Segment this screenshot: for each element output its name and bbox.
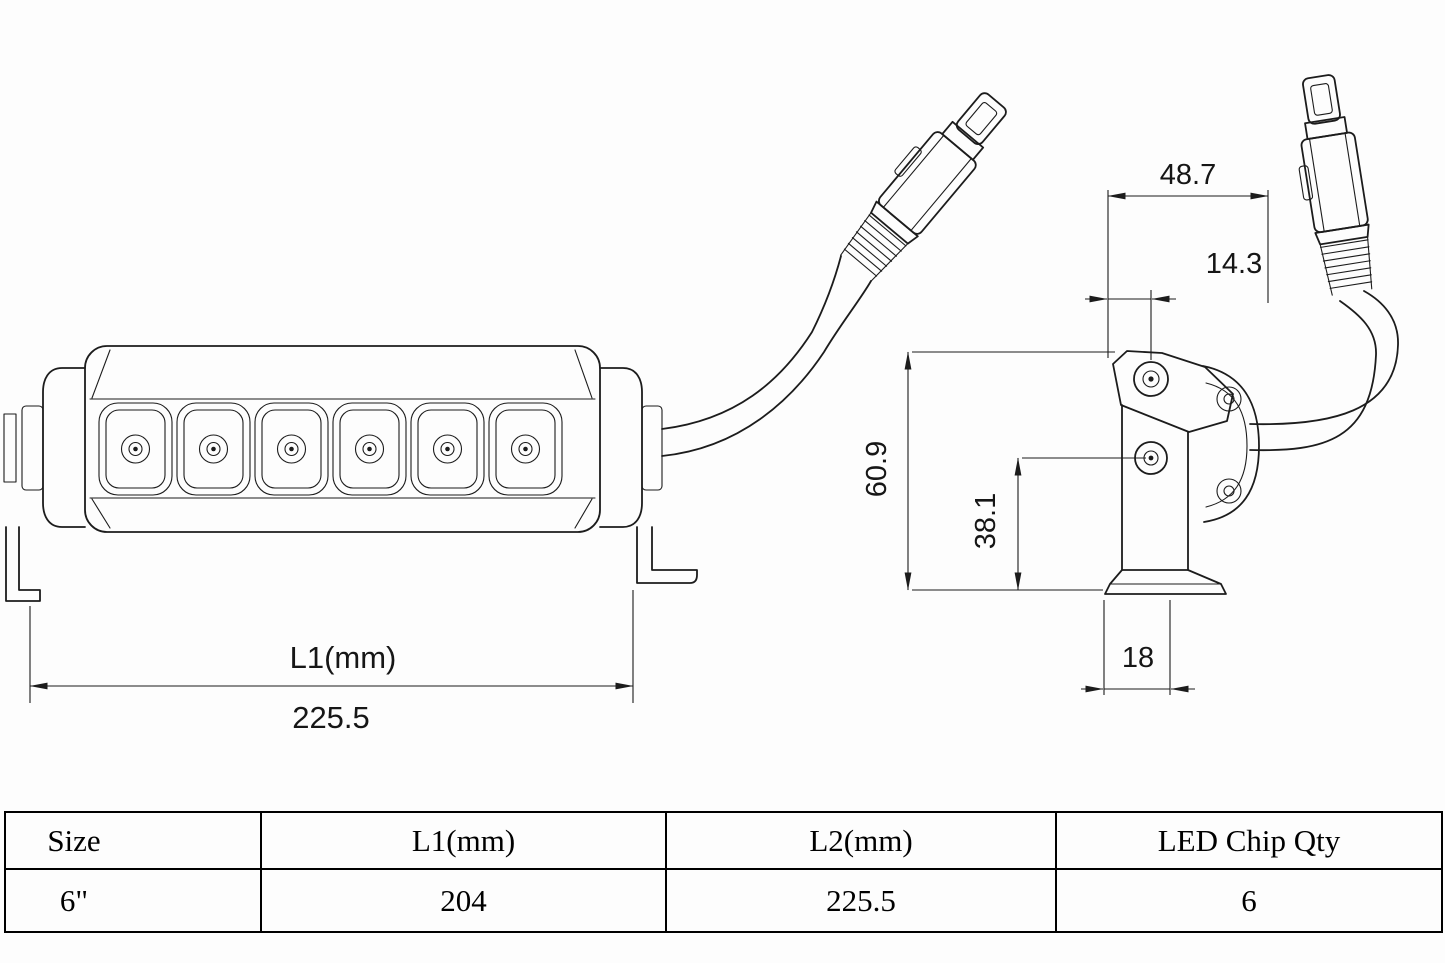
technical-drawing: L1(mm) 225.5 (3, 71, 1399, 735)
dim-48-7-value: 48.7 (1160, 159, 1216, 191)
col-header-l2: L2(mm) (667, 813, 1057, 870)
dimension-60-9: 60.9 (861, 351, 1115, 591)
cell-led-chip-qty: 6 (1241, 882, 1257, 918)
dimension-38-1: 38.1 (970, 457, 1146, 591)
col-header-size: Size (6, 813, 262, 870)
wire-connector-side (1249, 71, 1399, 452)
spec-table-data-row: 6" 204 225.5 6 (6, 870, 1441, 931)
dimension-l1: L1(mm) 225.5 (29, 590, 634, 735)
spec-table-header-row: Size L1(mm) L2(mm) LED Chip Qty (6, 813, 1441, 870)
led-row (98, 402, 563, 496)
wire-connector-front (661, 78, 1018, 457)
dim-l1-label: L1(mm) (290, 640, 397, 675)
spec-table: Size L1(mm) L2(mm) LED Chip Qty 6" 204 2… (4, 811, 1443, 933)
cell-l2: 225.5 (667, 870, 1057, 931)
dim-l1-value: 225.5 (292, 700, 370, 735)
cell-size: 6" (6, 870, 262, 931)
dimension-14-3: 14.3 (1085, 248, 1262, 360)
cell-l1: 204 (262, 870, 667, 931)
power-connector-front (829, 78, 1018, 287)
dim-14-3-value: 14.3 (1206, 248, 1262, 280)
dim-38-1-value: 38.1 (970, 493, 1002, 549)
dimension-48-7: 48.7 (1107, 159, 1269, 358)
dimension-18: 18 (1081, 600, 1195, 695)
power-connector-side (1284, 71, 1380, 299)
col-header-led-chip-qty: LED Chip Qty (1057, 813, 1441, 870)
dim-60-9-value: 60.9 (861, 441, 893, 497)
col-header-l1: L1(mm) (262, 813, 667, 870)
left-mounting-foot (5, 526, 41, 602)
side-view-drawing (1104, 350, 1260, 595)
dim-18-value: 18 (1122, 642, 1154, 674)
right-mounting-foot (636, 526, 698, 584)
front-view-drawing (3, 345, 698, 602)
